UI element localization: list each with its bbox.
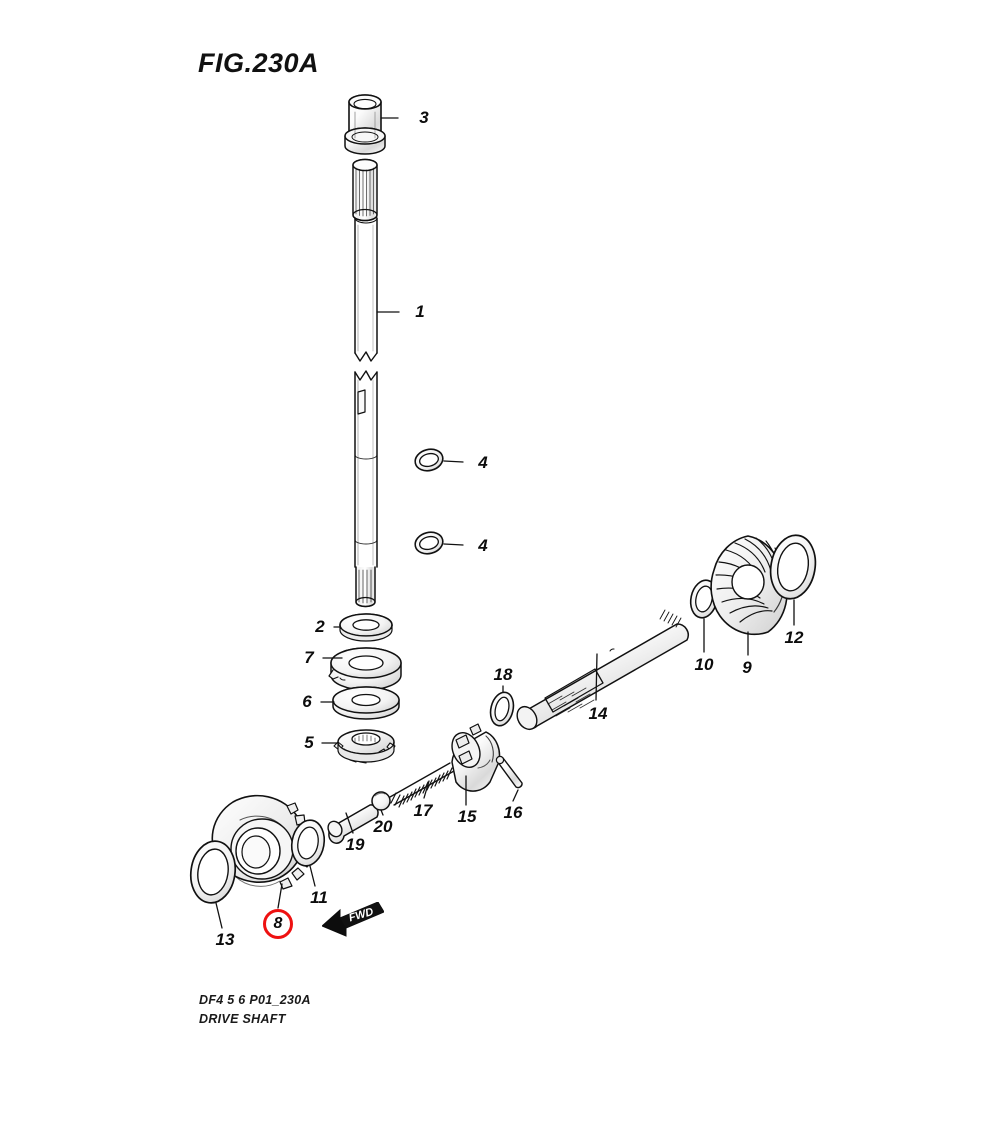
callout-number-14[interactable]: 14 xyxy=(588,704,608,723)
part-19-shift-rod xyxy=(327,804,379,844)
part-2-washer xyxy=(339,613,393,642)
part-18-ring xyxy=(489,691,515,727)
callout-number-20[interactable]: 20 xyxy=(373,817,393,836)
callout-number-2[interactable]: 2 xyxy=(315,617,325,636)
callout-number-16[interactable]: 16 xyxy=(503,803,523,822)
callout-number-12[interactable]: 12 xyxy=(784,628,804,647)
callout-number-15[interactable]: 15 xyxy=(457,807,477,826)
callout-number-9[interactable]: 9 xyxy=(742,658,752,677)
part-4-o-ring-upper xyxy=(414,448,444,472)
callout-number-10[interactable]: 10 xyxy=(694,655,714,674)
part-14-propeller-shaft xyxy=(516,609,689,731)
callout-number-4b[interactable]: 4 xyxy=(478,536,488,555)
figure-title: FIG.230A xyxy=(198,48,320,78)
part-1-drive-shaft xyxy=(352,158,378,608)
part-17-clutch-spring xyxy=(389,762,455,808)
callout-number-7[interactable]: 7 xyxy=(304,648,314,667)
part-11-bearing-ring xyxy=(290,819,326,867)
part-15-clutch-dog xyxy=(451,723,501,792)
part-6-thrust-washer xyxy=(332,686,400,720)
callout-number-5[interactable]: 5 xyxy=(304,733,314,752)
callout-number-1[interactable]: 1 xyxy=(415,302,425,321)
sheet-caption: DF4 5 6 P01_230A DRIVE SHAFT xyxy=(199,991,311,1029)
fwd-arrow-icon: FWD xyxy=(321,901,385,946)
callout-number-6[interactable]: 6 xyxy=(302,692,312,711)
callout-number-19[interactable]: 19 xyxy=(345,835,365,854)
caption-code: DF4 5 6 P01_230A xyxy=(199,993,311,1007)
part-4-o-ring-lower xyxy=(414,531,444,555)
part-20-steel-ball xyxy=(371,791,391,811)
part-16-cross-pin xyxy=(495,755,523,789)
part-7-seal-housing xyxy=(328,647,402,691)
part-13-shim-washer xyxy=(189,840,237,904)
part-3-bushing xyxy=(344,94,386,155)
caption-name: DRIVE SHAFT xyxy=(199,1012,286,1026)
callout-number-13[interactable]: 13 xyxy=(215,930,235,949)
callout-number-17[interactable]: 17 xyxy=(413,801,433,820)
callout-number-11[interactable]: 11 xyxy=(310,888,328,907)
callout-number-4a[interactable]: 4 xyxy=(478,453,488,472)
part-5-pinion-gear xyxy=(333,729,396,764)
part-12-shim-ring xyxy=(769,534,817,600)
callout-number-3[interactable]: 3 xyxy=(419,108,429,127)
callout-number-8[interactable]: 8 xyxy=(263,909,293,939)
callout-number-18[interactable]: 18 xyxy=(493,665,513,684)
